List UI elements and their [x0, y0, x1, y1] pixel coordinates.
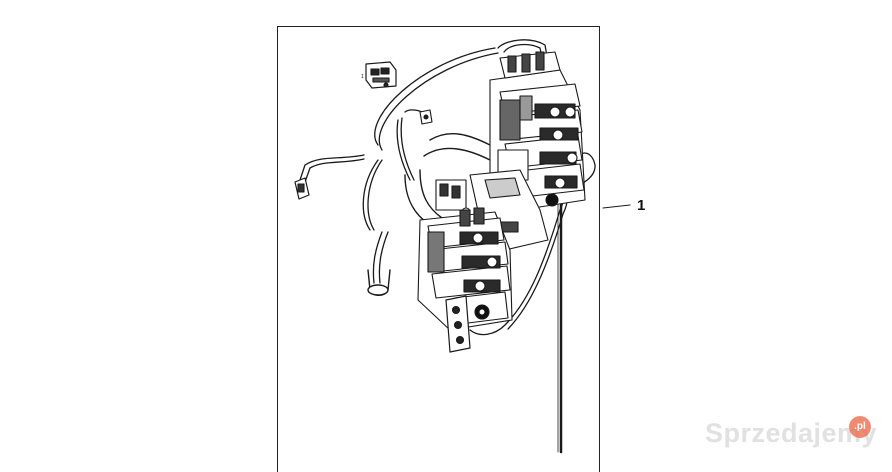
inset-label: 1: [361, 74, 364, 80]
watermark-badge: .pl: [849, 416, 871, 438]
callout-leader-line: [602, 204, 631, 209]
inset-connector-block: [365, 61, 397, 89]
callout-number: 1: [637, 197, 646, 214]
watermark-logo-text: Sprzedajemy: [705, 418, 878, 448]
mid-manifold: [435, 169, 549, 251]
plug-connector: [294, 177, 310, 200]
mounting-bracket: [445, 295, 471, 353]
lower-valve-stack: [417, 207, 513, 331]
top-fitting: [419, 109, 433, 125]
